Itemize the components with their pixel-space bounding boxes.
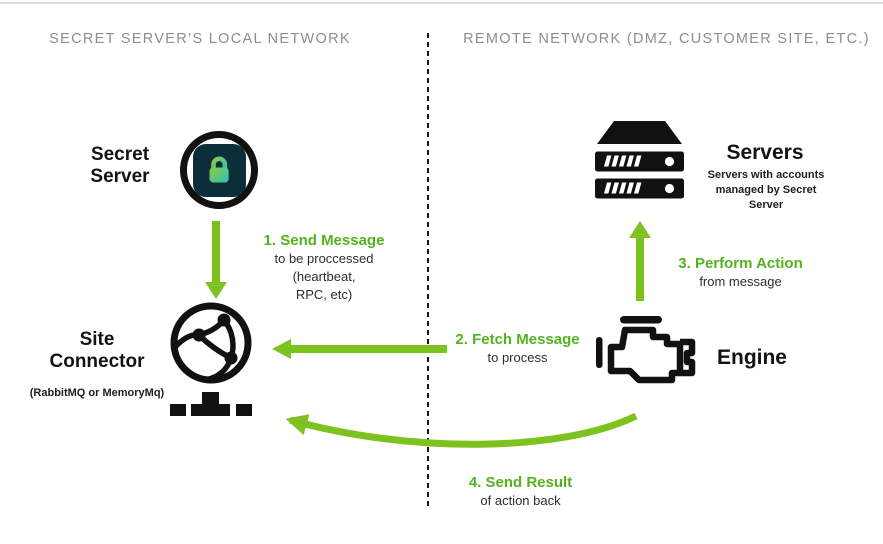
step3-label: 3. Perform Action from message [663, 255, 818, 291]
servers-label: Servers [726, 141, 804, 164]
step4-label: 4. Send Result of action back [443, 474, 598, 510]
server-rack-icon [595, 121, 684, 199]
network-boundary-divider [427, 33, 429, 510]
network-globe-icon [170, 302, 252, 416]
step3-desc: from message [699, 274, 782, 289]
lock-glyph [209, 156, 229, 183]
servers-sublabel: Servers with accounts managed by Secret … [707, 169, 825, 211]
site-connector-sublabel: (RabbitMQ or MemoryMq) [29, 387, 165, 399]
step1-label: 1. Send Message to be proccessed (heartb… [244, 232, 404, 304]
step2-desc: to process [487, 350, 548, 365]
step3-title: 3. Perform Action [678, 255, 803, 272]
arrow-send-result [285, 412, 638, 448]
step4-title: 4. Send Result [468, 474, 573, 491]
step1-title: 1. Send Message [263, 232, 385, 249]
arrow-fetch-message [272, 339, 447, 359]
step2-label: 2. Fetch Message to process [440, 331, 595, 367]
arrow-perform-action [629, 221, 651, 301]
step2-title: 2. Fetch Message [455, 331, 580, 348]
engine-label: Engine [716, 346, 787, 369]
site-connector-label: Site Connector [49, 329, 145, 373]
arrow-send-message [205, 221, 227, 299]
engine-icon [596, 316, 696, 384]
secret-server-label: Secret Server [90, 144, 150, 188]
lock-tile [192, 143, 246, 197]
remote-network-header: REMOTE NETWORK (DMZ, CUSTOMER SITE, ETC.… [463, 31, 870, 47]
step4-desc: of action back [480, 493, 561, 508]
top-rule [0, 2, 883, 4]
step1-desc: to be proccessed (heartbeat, RPC, etc) [274, 251, 374, 302]
padlock-icon [180, 131, 258, 209]
local-network-header: SECRET SERVER’S LOCAL NETWORK [49, 31, 351, 47]
